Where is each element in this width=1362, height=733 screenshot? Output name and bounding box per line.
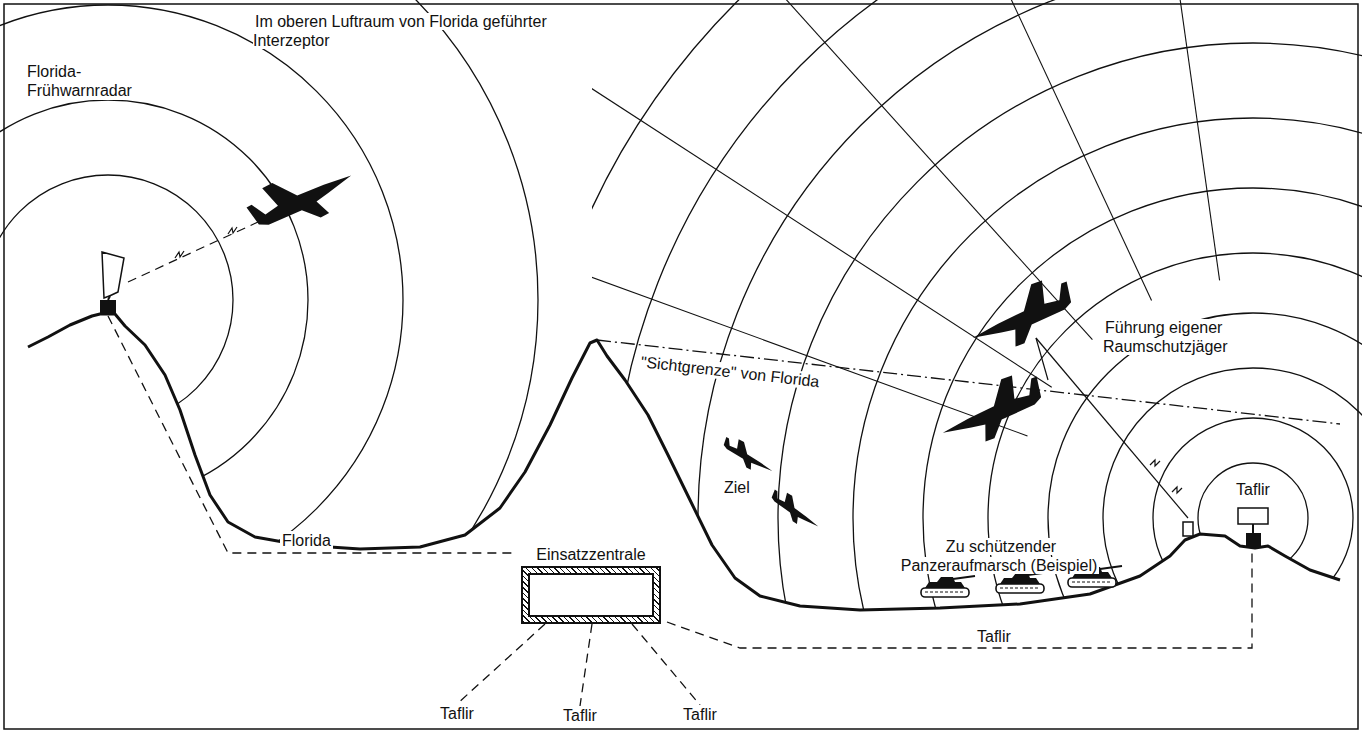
radar-arc xyxy=(923,188,1362,733)
florida-datalink xyxy=(128,222,258,282)
radar-arc xyxy=(0,5,403,595)
radar-arc xyxy=(0,100,308,500)
annotation: Führung eigener Raumschutzjäger xyxy=(1103,318,1278,356)
annotation-text: "Sichtgrenze" von Florida xyxy=(638,353,822,390)
fighter-jet xyxy=(933,368,1052,455)
radar-arc xyxy=(988,253,1362,733)
dashed-link xyxy=(457,624,545,704)
annotation-text: Zu schützender Panzeraufmarsch (Beispiel… xyxy=(901,538,1100,574)
radar-endpoint: Taflir xyxy=(425,704,489,723)
dashed-link xyxy=(108,316,515,553)
radar-arc xyxy=(853,118,1362,733)
link-label: Taflir xyxy=(975,627,1013,646)
radar-arc xyxy=(0,175,233,425)
taflir-radar xyxy=(1238,508,1268,547)
radar-arc xyxy=(592,0,1362,733)
guidance-link xyxy=(1036,338,1193,536)
annotation: Ziel xyxy=(722,478,782,497)
hatched-box xyxy=(521,566,661,624)
dashed-link xyxy=(580,624,592,706)
target-aircraft xyxy=(766,486,825,534)
radar-arc xyxy=(613,0,1362,733)
florida-arcs xyxy=(0,0,538,730)
bearing-line xyxy=(592,244,1027,436)
node-label: Taflir xyxy=(561,706,599,725)
radar-endpoint: Taflir xyxy=(668,705,732,724)
node-label: Einsatzzentrale xyxy=(534,545,647,564)
frame xyxy=(4,4,1358,729)
box-interior xyxy=(528,573,654,617)
bearing-line xyxy=(915,0,1152,300)
radar-endpoint: Taflir xyxy=(548,706,612,725)
node-label: Taflir xyxy=(1234,480,1272,499)
radar-arc xyxy=(1103,368,1362,668)
florida-radar xyxy=(100,252,124,315)
fighter-jet xyxy=(963,273,1082,360)
taflir-arcs xyxy=(592,0,1362,733)
interceptor-jet xyxy=(242,149,362,246)
annotation-text: Ziel xyxy=(722,479,752,496)
terrain-line xyxy=(28,314,1340,610)
annotation: Zu schützender Panzeraufmarsch (Beispiel… xyxy=(880,537,1120,575)
radar-arc xyxy=(1198,463,1308,573)
radar-arc xyxy=(1153,418,1353,618)
radar-arc xyxy=(698,0,1362,733)
bearing-line xyxy=(592,82,1052,387)
node-label: Florida- Frühwarnradar xyxy=(25,62,135,100)
node-label: Taflir xyxy=(681,705,719,724)
radar-arc xyxy=(1048,313,1362,723)
dashed-link xyxy=(632,624,700,705)
annotation-text: Im oberen Luftraum von Florida geführter… xyxy=(253,13,547,49)
radar-arc xyxy=(778,43,1362,733)
link-label: Florida xyxy=(280,531,333,550)
annotation-text: Führung eigener Raumschutzjäger xyxy=(1103,319,1230,355)
annotation: Im oberen Luftraum von Florida geführter… xyxy=(253,12,553,50)
command-center-box: Einsatzzentrale xyxy=(515,545,667,624)
radar-site: Florida- Frühwarnradar xyxy=(25,62,135,316)
bearing-line xyxy=(1142,0,1220,280)
radar-arc xyxy=(0,0,538,730)
radar-site: Taflir xyxy=(1222,480,1284,550)
target-aircraft xyxy=(718,434,778,479)
node-label: Taflir xyxy=(438,704,476,723)
